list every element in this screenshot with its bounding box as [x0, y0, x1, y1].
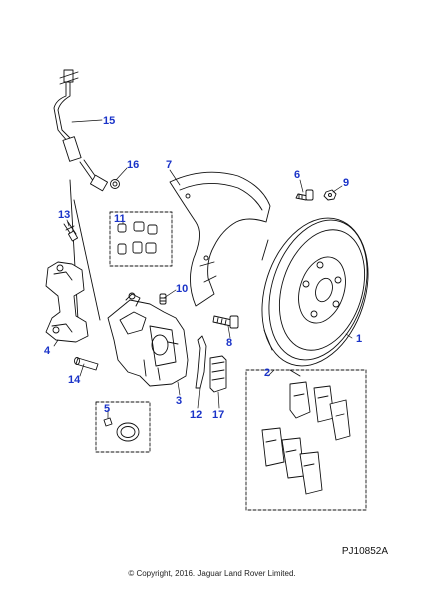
wear-sensor-part [209, 355, 227, 393]
guide-pin-part [74, 357, 99, 371]
leader-lines [53, 119, 353, 419]
brake-pad-kit-part [245, 369, 367, 511]
callout-6: 6 [294, 169, 300, 181]
splash-shield-part [169, 171, 271, 307]
shield-nut-part [323, 189, 337, 201]
brake-disc-part [261, 217, 369, 377]
shield-bolt-part [295, 189, 314, 201]
callout-12: 12 [190, 409, 202, 421]
callout-16: 16 [127, 159, 139, 171]
banjo-bolt-part [110, 179, 120, 189]
bleed-screw-part [159, 293, 167, 305]
callout-14: 14 [68, 374, 81, 386]
callout-17: 17 [212, 409, 224, 421]
callout-13: 13 [58, 209, 70, 221]
bleed-nipple-part [63, 221, 79, 242]
callout-8: 8 [226, 337, 232, 349]
reference-code: PJ10852A [341, 546, 388, 557]
callout-11: 11 [114, 213, 126, 225]
callout-15: 15 [103, 115, 115, 127]
callout-2: 2 [264, 367, 270, 379]
anti-rattle-clip-part [195, 335, 207, 389]
caliper-carrier-part [45, 261, 89, 343]
callout-5: 5 [104, 403, 110, 415]
guide-pin-kit-part [109, 211, 173, 267]
caliper-body-part [107, 292, 189, 387]
callout-9: 9 [343, 177, 349, 189]
callout-1: 1 [356, 333, 362, 345]
callout-4: 4 [44, 345, 51, 357]
callout-10: 10 [176, 283, 188, 295]
callout-7: 7 [166, 159, 172, 171]
brake-hose-part [53, 69, 109, 321]
callout-3: 3 [176, 395, 182, 407]
copyright-notice: © Copyright, 2016. Jaguar Land Rover Lim… [128, 569, 296, 578]
caliper-bolt-part [212, 315, 239, 329]
piston-seal-kit-part [95, 401, 151, 453]
